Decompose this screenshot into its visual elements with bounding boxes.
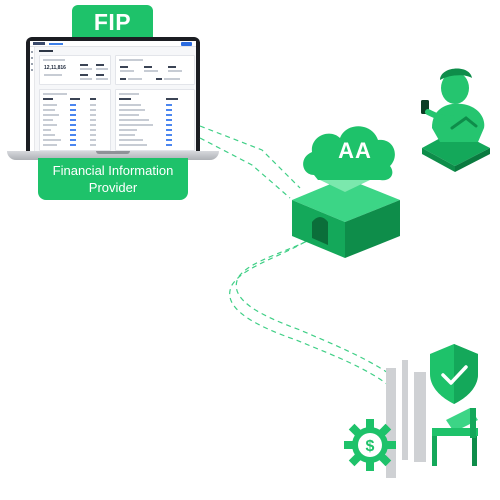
fip-badge-text: FIP bbox=[93, 8, 132, 35]
user-with-phone-icon bbox=[421, 68, 490, 172]
laptop-base bbox=[7, 151, 219, 160]
shield-check-icon bbox=[430, 344, 478, 404]
laptop-notch bbox=[96, 151, 130, 154]
aa-label: AA bbox=[338, 138, 372, 163]
cloud-icon bbox=[303, 126, 395, 181]
dashboard-table-right bbox=[115, 89, 195, 151]
fip-label: Financial Information Provider bbox=[38, 158, 188, 200]
fip-label-text: Financial Information Provider bbox=[52, 163, 174, 195]
gear-dollar-icon: $ bbox=[344, 419, 396, 471]
aa-building-icon bbox=[292, 170, 400, 258]
chair-icon bbox=[432, 408, 478, 466]
svg-text:$: $ bbox=[366, 438, 375, 455]
connector-aa-bottom-1 bbox=[235, 227, 399, 381]
dashboard-table-left bbox=[39, 89, 111, 151]
fip-badge: FIP bbox=[72, 5, 153, 39]
connector-fip-aa-2 bbox=[199, 137, 291, 199]
dashboard-summary-card: 12,11,816 bbox=[39, 55, 111, 85]
dashboard-sidebar bbox=[30, 47, 35, 152]
dashboard-stats-card bbox=[115, 55, 195, 85]
laptop-screen: 12,11,816 bbox=[26, 37, 200, 152]
connector-aa-bottom-2 bbox=[229, 231, 393, 389]
dashboard-big-value: 12,11,816 bbox=[44, 65, 66, 71]
connector-fip-aa-1 bbox=[199, 125, 301, 189]
pillars bbox=[386, 360, 426, 478]
dashboard-topbar bbox=[30, 41, 196, 47]
dashboard-screen: 12,11,816 bbox=[30, 41, 196, 152]
connector-lines bbox=[199, 125, 399, 389]
